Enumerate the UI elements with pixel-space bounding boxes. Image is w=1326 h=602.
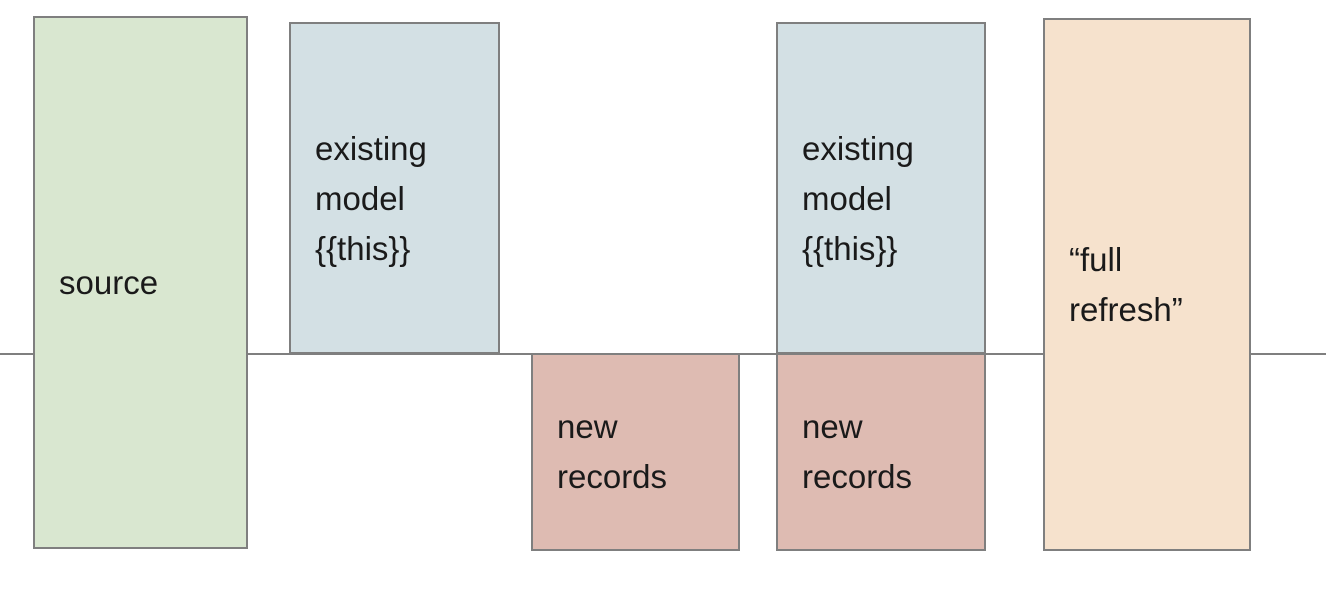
block-new-records-standalone-label: new records [557, 408, 668, 495]
block-new-records-standalone[interactable]: new records [531, 353, 740, 551]
block-new-records-stacked-label: new records [802, 408, 913, 495]
block-source[interactable]: source [33, 16, 248, 549]
block-existing-model-right[interactable]: existing model {{this}} [776, 22, 986, 354]
block-existing-model-left-label: existing model {{this}} [315, 130, 427, 267]
block-existing-model-left[interactable]: existing model {{this}} [289, 22, 500, 354]
block-new-records-stacked[interactable]: new records [776, 353, 986, 551]
block-existing-model-right-label: existing model {{this}} [802, 130, 914, 267]
block-full-refresh[interactable]: “full refresh” [1043, 18, 1251, 551]
block-full-refresh-label: “full refresh” [1069, 240, 1183, 328]
block-source-label: source [59, 263, 159, 301]
